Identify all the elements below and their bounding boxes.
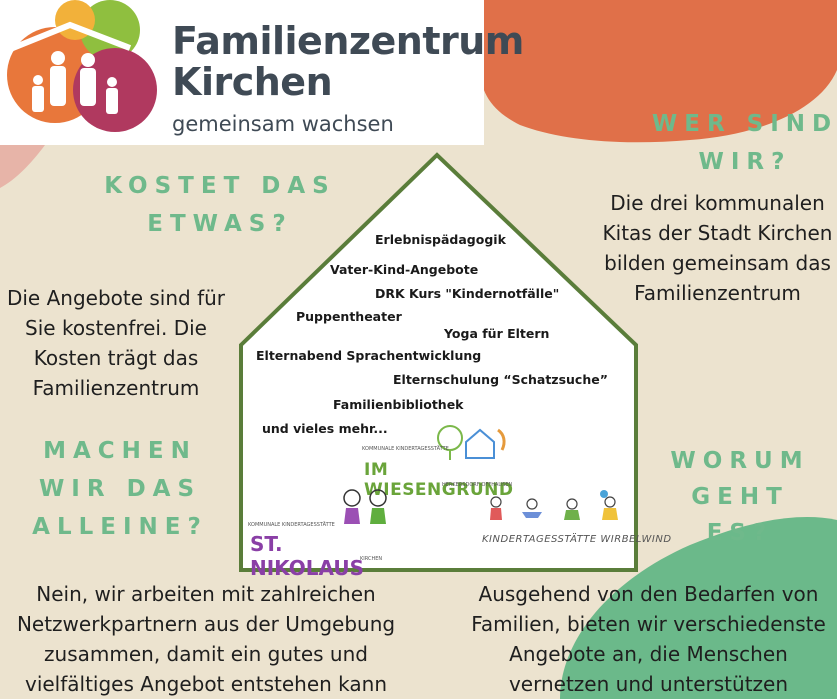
text-worum: Ausgehend von den Bedarfen von Familien,…: [460, 579, 837, 699]
wiesengrund-name: IM WIESENGRUND: [364, 460, 514, 500]
heading-kostet-line1: KOSTET DAS: [104, 173, 336, 199]
heading-wer-line2: WIR?: [698, 149, 792, 175]
offer-item: Puppentheater: [296, 309, 402, 324]
offer-item: Elternschulung “Schatzsuche”: [393, 372, 608, 387]
text-wer-line: bilden gemeinsam das: [604, 251, 831, 275]
heading-machen-line1: MACHEN: [43, 438, 197, 464]
logo-tagline: gemeinsam wachsen: [172, 112, 394, 136]
text-machen-line: Netzwerkpartnern aus der Umgebung: [16, 612, 396, 636]
text-machen-line: vielfältiges Angebot entstehen kann: [24, 672, 387, 696]
text-machen: Nein, wir arbeiten mit zahlreichen Netzw…: [0, 579, 412, 699]
text-worum-line: Angebote an, die Menschen: [509, 642, 788, 666]
heading-wer-line1: WER SIND: [651, 111, 837, 137]
kita-wiesengrund-logo: KOMMUNALE KINDERTAGESSTÄTTE IM WIESENGRU…: [362, 420, 522, 500]
children-icon: [343, 489, 387, 524]
heading-kostet: KOSTET DAS ETWAS?: [100, 167, 340, 243]
heading-worum-line1: WORUM: [670, 448, 810, 474]
heading-kostet-line2: ETWAS?: [147, 211, 293, 237]
text-machen-line: zusammen, damit ein gutes und: [44, 642, 368, 666]
heading-worum-line2: GEHT: [691, 484, 789, 510]
heading-worum-line3: ES?: [706, 520, 774, 546]
kids-playing-icon: [490, 490, 618, 520]
pink-corner-blob: [0, 145, 45, 188]
text-kostet-line: Die Angebote sind für: [6, 286, 226, 310]
logo-panel: Familienzentrum Kirchen gemeinsam wachse…: [0, 0, 524, 145]
orange-blob: [470, 0, 837, 143]
green-blob: [560, 517, 837, 699]
heading-machen: MACHEN WIR DAS ALLEINE?: [20, 432, 220, 546]
logo-title-line2: Kirchen: [172, 60, 333, 104]
offer-item: Vater-Kind-Angebote: [330, 262, 479, 277]
wiesengrund-place: HERKERSDORF-OFFHAUSEN: [442, 482, 513, 488]
text-worum-line: Familien, bieten wir verschiedenste: [471, 612, 826, 636]
offer-item: und vieles mehr...: [262, 421, 388, 436]
heading-worum: WORUM GEHT ES?: [650, 443, 830, 551]
heading-machen-line3: ALLEINE?: [32, 514, 208, 540]
offer-item: Elternabend Sprachentwicklung: [256, 348, 482, 363]
offer-item: Erlebnispädagogik: [375, 232, 506, 247]
house-tree-icon: [437, 425, 506, 460]
wirbelwind-name: KINDERTAGESSTÄTTE WIRBELWIND: [482, 534, 672, 545]
offer-item: Familienbibliothek: [333, 397, 464, 412]
text-wer-line: Kitas der Stadt Kirchen: [602, 221, 833, 245]
nikolaus-name: ST. NIKOLAUS: [250, 532, 365, 580]
text-wer-line: Familienzentrum: [634, 281, 801, 305]
nikolaus-place: KIRCHEN: [360, 556, 383, 562]
text-kostet: Die Angebote sind für Sie kostenfrei. Di…: [0, 283, 232, 403]
text-kostet-line: Sie kostenfrei. Die: [25, 316, 207, 340]
heading-machen-line2: WIR DAS: [38, 476, 202, 502]
offer-item: Yoga für Eltern: [444, 326, 550, 341]
text-kostet-line: Kosten trägt das: [33, 346, 199, 370]
text-wer: Die drei kommunalen Kitas der Stadt Kirc…: [598, 188, 837, 308]
family-logo-icon: [6, 0, 157, 132]
text-kostet-line: Familienzentrum: [32, 376, 200, 400]
kita-nikolaus-logo: KOMMUNALE KINDERTAGESSTÄTTE ST. NIKOLAUS…: [248, 488, 398, 580]
text-worum-line: Ausgehend von den Bedarfen von: [478, 582, 819, 606]
text-machen-line: Nein, wir arbeiten mit zahlreichen: [36, 582, 376, 606]
wiesengrund-small-label: KOMMUNALE KINDERTAGESSTÄTTE: [362, 446, 449, 452]
logo-title-line1: Familienzentrum: [172, 19, 524, 63]
text-worum-line: vernetzen und unterstützen: [508, 672, 789, 696]
heading-wer: WER SIND WIR?: [645, 105, 837, 181]
kita-wirbelwind-logo: KINDERTAGESSTÄTTE WIRBELWIND: [478, 490, 671, 560]
text-wer-line: Die drei kommunalen: [610, 191, 825, 215]
offer-item: DRK Kurs "Kindernotfälle": [375, 286, 560, 301]
nikolaus-small-label: KOMMUNALE KINDERTAGESSTÄTTE: [248, 522, 335, 528]
